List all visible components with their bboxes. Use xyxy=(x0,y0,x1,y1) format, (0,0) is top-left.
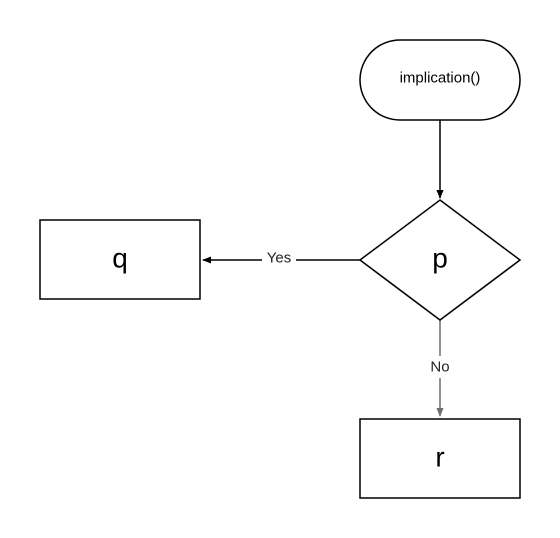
edge-label-background xyxy=(425,356,455,378)
edge-label-no: No xyxy=(430,359,449,376)
node-label-r: r xyxy=(435,442,444,473)
node-label-decision: p xyxy=(432,243,448,274)
edge-no: No xyxy=(425,320,455,417)
edge-label-background xyxy=(262,249,296,269)
node-label-start: implication() xyxy=(400,70,481,87)
edge-yes: Yes xyxy=(202,249,360,269)
node-label-q: q xyxy=(112,243,128,274)
terminator-shape xyxy=(359,39,521,121)
node-no-target-process: r xyxy=(359,418,521,499)
node-decision-diamond: p xyxy=(358,199,522,321)
decision-shape xyxy=(358,199,522,321)
process-shape xyxy=(359,418,521,499)
node-yes-target-process: q xyxy=(39,219,201,300)
process-shape xyxy=(39,219,201,300)
edge-label-yes: Yes xyxy=(267,250,291,267)
node-start-terminator: implication() xyxy=(359,39,521,121)
